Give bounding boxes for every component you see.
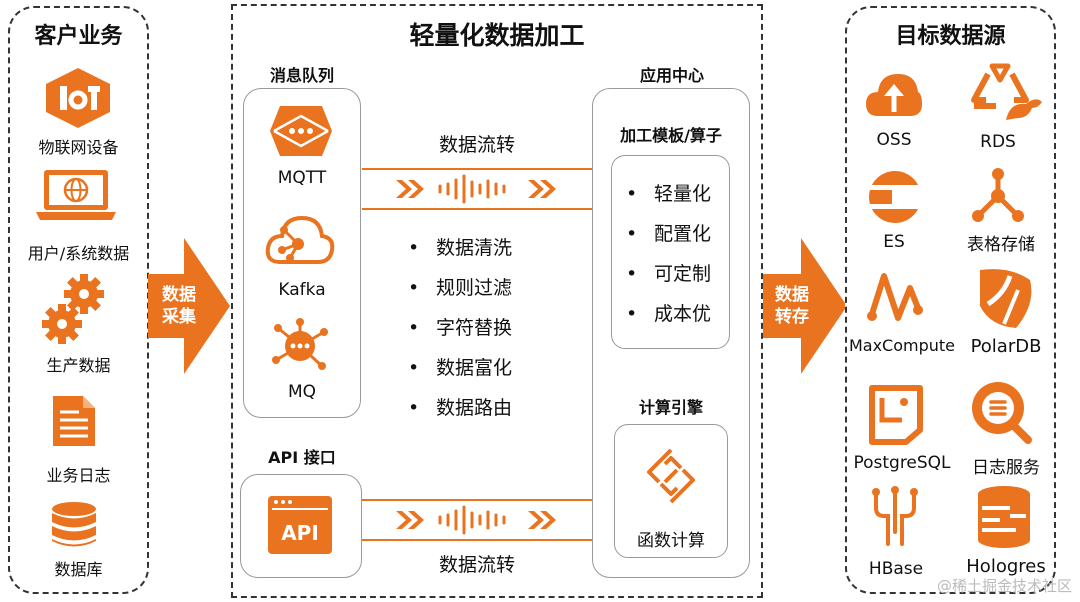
queue-title: 消息队列	[269, 66, 334, 85]
store-arrow-text: 数据 转存	[775, 285, 809, 327]
queue-kafka-label: Kafka	[278, 280, 326, 300]
target-hbase-label: HBase	[868, 559, 924, 579]
left-item-iot: 物联网设备	[38, 138, 119, 157]
processing-list: 数据清洗 规则过滤 字符替换 数据富化 数据路由	[408, 228, 512, 428]
processing-item: 数据富化	[408, 348, 512, 388]
target-es-label: ES	[883, 232, 905, 252]
left-item-business-log: 业务日志	[46, 466, 111, 485]
template-list: 轻量化 配置化 可定制 成本优	[626, 174, 711, 334]
left-item-user-system: 用户/系统数据	[27, 244, 130, 263]
target-log-service-label: 日志服务	[972, 458, 1040, 478]
queue-mq-label: MQ	[287, 382, 317, 402]
mqtt-icon	[268, 104, 334, 158]
function-compute-icon	[641, 446, 701, 506]
oss-icon	[864, 66, 924, 124]
maxcompute-icon	[866, 268, 924, 330]
target-rds-label: RDS	[980, 132, 1016, 152]
collect-arrow-label: 数据 采集	[153, 284, 205, 328]
laptop-globe-icon	[34, 166, 118, 222]
gears-icon	[40, 272, 110, 348]
processing-item: 数据路由	[408, 388, 512, 428]
api-window-icon	[266, 494, 334, 556]
target-polardb-label: PolarDB	[970, 336, 1042, 357]
target-datasource-title: 目标数据源	[895, 24, 1006, 49]
template-title: 加工模板/算子	[620, 126, 722, 145]
hologres-icon	[972, 484, 1036, 550]
database-icon	[48, 500, 100, 550]
api-title: API 接口	[268, 448, 336, 467]
store-arrow	[763, 238, 847, 378]
processing-item: 规则过滤	[408, 268, 512, 308]
compute-box	[614, 424, 728, 558]
compute-title: 计算引擎	[638, 398, 703, 417]
target-postgresql-label: PostgreSQL	[853, 453, 951, 473]
target-table-store-label: 表格存储	[967, 235, 1035, 255]
kafka-cloud-icon	[264, 208, 336, 268]
queue-mqtt-label: MQTT	[277, 168, 327, 188]
processing-item: 字符替换	[408, 308, 512, 348]
watermark: @稀土掘金技术社区	[936, 577, 1072, 595]
target-maxcompute-label: MaxCompute	[848, 336, 956, 355]
hbase-icon	[866, 486, 924, 550]
template-item: 成本优	[626, 294, 711, 334]
flow-channel-top	[362, 168, 592, 214]
target-hologres-label: Hologres	[966, 556, 1046, 577]
table-store-icon	[968, 166, 1028, 226]
api-box	[240, 474, 362, 578]
flow-channel-bottom	[362, 499, 592, 545]
flow-label-bottom: 数据流转	[438, 554, 515, 576]
postgresql-icon	[866, 384, 926, 446]
processing-item: 数据清洗	[408, 228, 512, 268]
polardb-icon	[970, 264, 1038, 332]
target-oss-label: OSS	[876, 130, 912, 150]
es-icon	[866, 168, 924, 226]
left-item-database: 数据库	[54, 560, 103, 579]
template-item: 可定制	[626, 254, 711, 294]
flow-label-top: 数据流转	[438, 134, 515, 156]
compute-label: 函数计算	[637, 531, 705, 551]
collect-arrow-text: 数据 采集	[162, 285, 196, 327]
log-service-icon	[968, 378, 1034, 444]
template-item: 轻量化	[626, 174, 711, 214]
store-arrow-label: 数据 转存	[766, 284, 818, 328]
document-icon	[49, 394, 99, 448]
collect-arrow	[148, 238, 230, 378]
api-window-label: API	[281, 521, 319, 545]
app-center-title: 应用中心	[639, 66, 704, 85]
processing-title: 轻量化数据加工	[409, 21, 585, 50]
left-item-production: 生产数据	[46, 356, 111, 375]
template-item: 配置化	[626, 214, 711, 254]
iot-icon	[40, 66, 116, 130]
mq-icon	[270, 316, 330, 376]
rds-icon	[966, 62, 1046, 124]
customer-business-title: 客户业务	[34, 24, 123, 49]
